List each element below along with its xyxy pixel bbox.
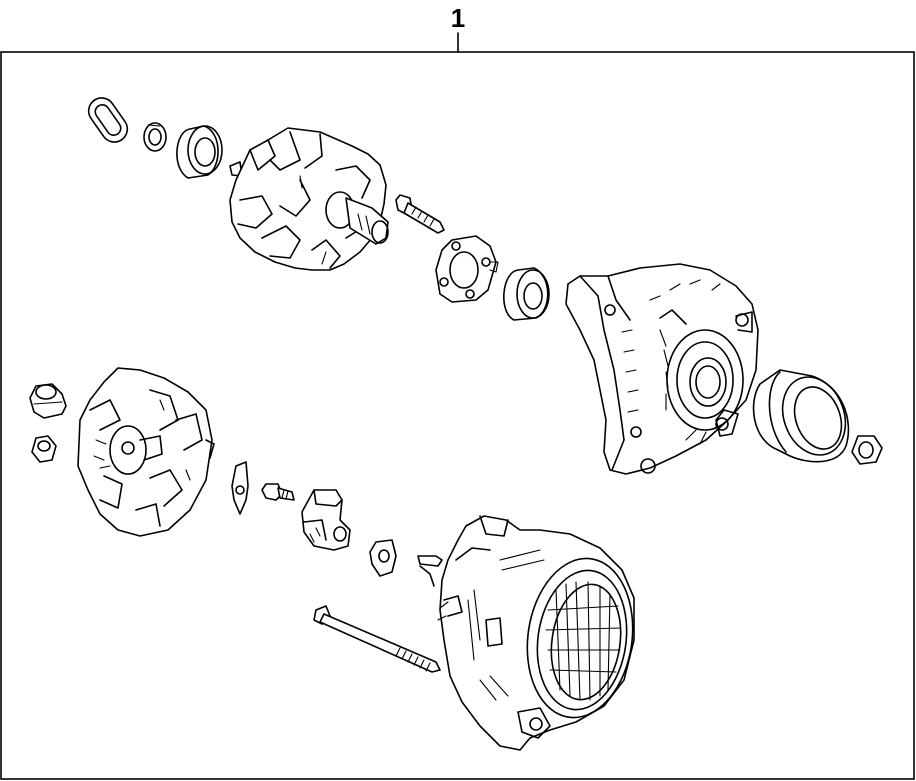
callout: 1	[451, 3, 465, 53]
bearing-retainer-plate[interactable]	[435, 235, 499, 303]
stator-rear-housing[interactable]	[417, 515, 643, 751]
through-bolt[interactable]	[313, 605, 441, 673]
callout-number: 1	[451, 3, 465, 33]
insulator-nut[interactable]	[31, 435, 57, 463]
grommet-washer[interactable]	[369, 539, 397, 577]
terminal-insulator[interactable]	[29, 383, 67, 419]
rotor-assembly[interactable]	[229, 127, 389, 271]
rear-bearing[interactable]	[503, 267, 550, 321]
small-screw[interactable]	[261, 483, 295, 501]
front-bearing[interactable]	[176, 125, 223, 179]
seal-ring[interactable]	[84, 93, 133, 147]
regulator-brush-holder[interactable]	[301, 489, 351, 551]
pulley-collar[interactable]	[752, 368, 856, 464]
rectifier-cover[interactable]	[77, 367, 215, 537]
diagram-frame	[0, 51, 915, 780]
drive-end-frame[interactable]	[565, 263, 759, 475]
small-washer[interactable]	[143, 122, 167, 152]
terminal-clip[interactable]	[231, 461, 249, 515]
bolt[interactable]	[395, 194, 445, 234]
pulley-nut[interactable]	[851, 435, 883, 465]
